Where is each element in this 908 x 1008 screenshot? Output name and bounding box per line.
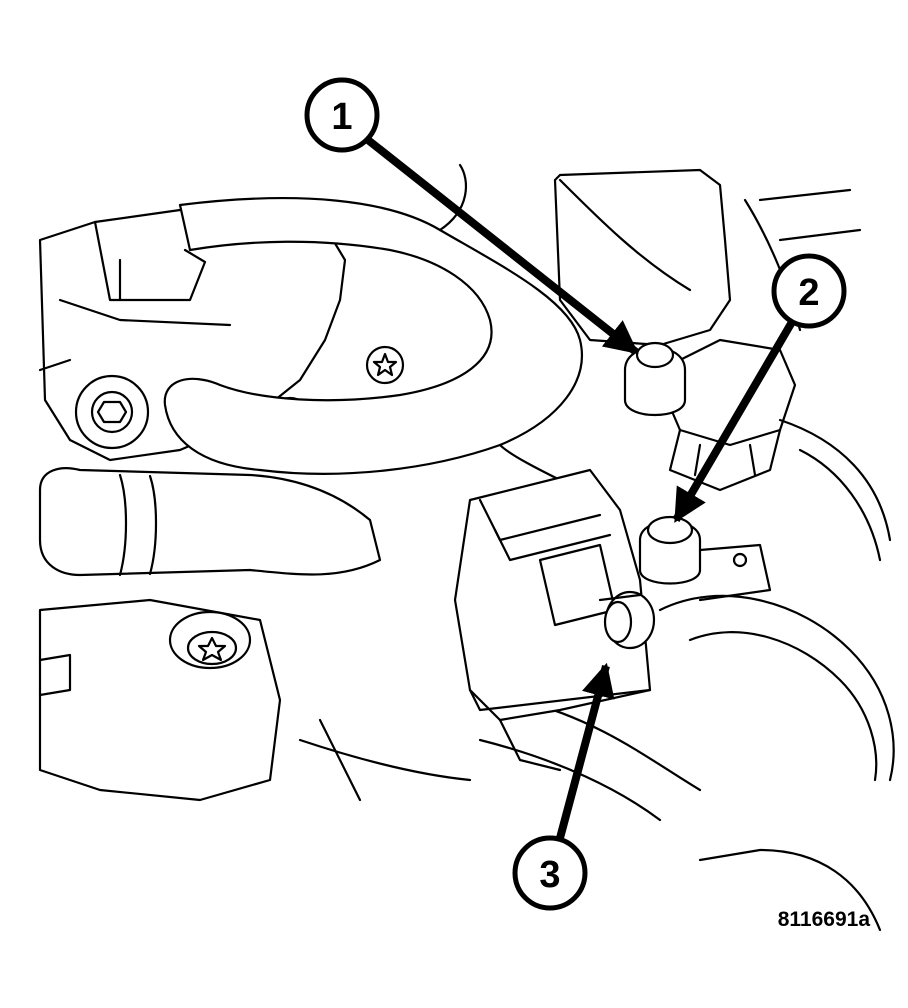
callout-3-arrow <box>556 662 615 840</box>
callout-2-label: 2 <box>798 272 819 314</box>
engine-line-art <box>38 163 895 932</box>
callout-1-label: 1 <box>331 96 352 138</box>
callout-2-circle <box>771 253 847 329</box>
callout-2: 2 <box>771 253 847 329</box>
callout-3-circle <box>512 835 588 911</box>
figure-id-label: 8116691a <box>777 908 870 931</box>
callout-2-arrow <box>672 319 796 523</box>
callout-1-arrow <box>365 136 639 356</box>
callout-arrows <box>365 136 796 840</box>
callout-3-label: 3 <box>539 854 560 896</box>
callout-1-circle <box>304 77 380 153</box>
callout-1: 1 <box>304 77 380 153</box>
callout-3: 3 <box>512 835 588 911</box>
